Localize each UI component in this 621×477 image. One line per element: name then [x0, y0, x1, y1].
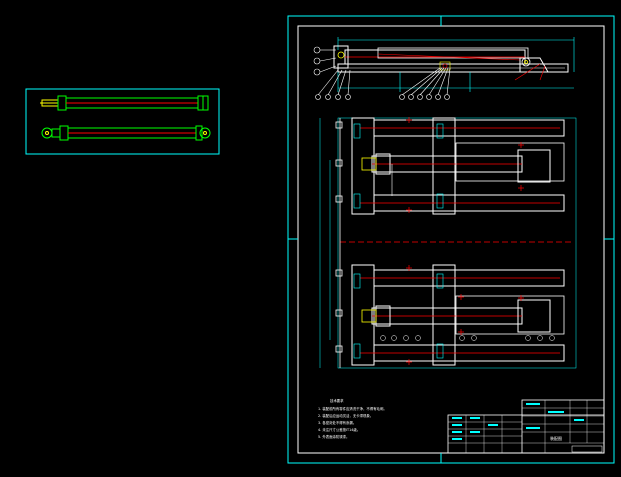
thumbnail-frame	[25, 88, 220, 155]
plan-view[interactable]	[319, 117, 577, 369]
cylinder-thumbnail-view[interactable]	[25, 88, 220, 155]
title-block-label: 装配图	[550, 435, 562, 441]
part-balloons-left	[313, 46, 351, 100]
upper-cylinder-assembly	[351, 117, 565, 215]
centering-marks	[287, 16, 615, 463]
note-line-5: 5. 外表面涂防锈漆。	[318, 434, 349, 439]
technical-notes: 技术要求 1. 装配前所有零件应清洗干净，不得有毛刺。 2. 装配后应运动灵活，…	[318, 398, 387, 439]
lower-cylinder-assembly	[351, 264, 565, 366]
center-marks	[406, 117, 524, 365]
thumbnail-cylinder-bottom	[41, 125, 211, 141]
note-line-4: 4. 未注尺寸公差按IT14级。	[318, 427, 360, 432]
thumbnail-cylinder-top	[40, 95, 209, 111]
top-elevation-view[interactable]	[333, 37, 575, 92]
notes-title: 技术要求	[330, 398, 344, 403]
note-line-1: 1. 装配前所有零件应清洗干净，不得有毛刺。	[318, 406, 387, 411]
left-side-rail	[335, 118, 343, 368]
part-balloons-right	[399, 63, 546, 100]
note-line-3: 3. 各密封处不得有渗漏。	[318, 420, 356, 425]
drawing-sheet[interactable]: 技术要求 1. 装配前所有零件应清洗干净，不得有毛刺。 2. 装配后应运动灵活，…	[287, 15, 615, 464]
note-line-2: 2. 装配后应运动灵活，无卡滞现象。	[318, 413, 373, 418]
title-block[interactable]: 装配图	[447, 399, 605, 454]
